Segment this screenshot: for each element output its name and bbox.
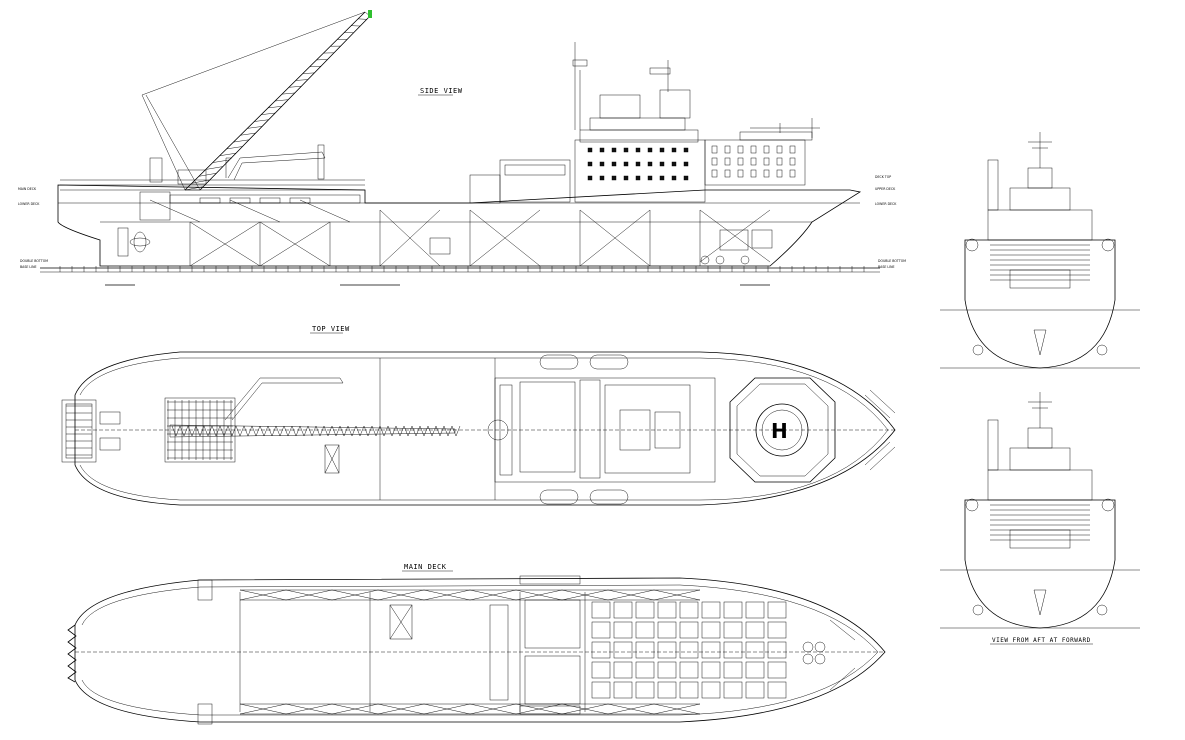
- end-view-aft: [940, 132, 1140, 369]
- svg-text:DOUBLE BOTTOM: DOUBLE BOTTOM: [20, 259, 48, 263]
- side-hull: [57, 184, 862, 267]
- lifeboats: [539, 354, 629, 505]
- top-crane-boom: [169, 377, 461, 474]
- superstructure: [469, 42, 820, 204]
- svg-text:DOUBLE BOTTOM: DOUBLE BOTTOM: [878, 259, 906, 263]
- top-view: TOP VIEW: [61, 325, 896, 506]
- svg-text:LOWER DECK: LOWER DECK: [18, 202, 40, 206]
- end-view-title: VIEW FROM AFT AT FORWARD: [992, 637, 1091, 644]
- svg-text:LOWER DECK: LOWER DECK: [875, 202, 897, 206]
- side-view-title: SIDE VIEW: [420, 87, 463, 95]
- aux-crane: [225, 144, 326, 181]
- svg-text:BASE LINE: BASE LINE: [20, 265, 37, 269]
- propeller-icon: [117, 227, 151, 257]
- helipad-h-icon: H: [729, 377, 836, 483]
- main-deck-title: MAIN DECK: [404, 563, 447, 571]
- side-internal-structure: [139, 191, 773, 267]
- side-view: SIDE VIEW: [18, 10, 906, 286]
- main-deck-hull: [74, 577, 886, 723]
- svg-text:UPPER DECK: UPPER DECK: [875, 187, 896, 191]
- svg-text:H: H: [771, 419, 788, 443]
- crane-hook: [368, 10, 372, 18]
- svg-text:MAIN DECK: MAIN DECK: [18, 187, 37, 191]
- svg-text:DECK TOP: DECK TOP: [875, 175, 891, 179]
- crane-icon: [141, 10, 372, 191]
- end-view-forward: [940, 392, 1140, 629]
- top-view-title: TOP VIEW: [312, 325, 350, 333]
- main-deck-view: MAIN DECK: [67, 563, 886, 725]
- svg-text:BASE LINE: BASE LINE: [878, 265, 895, 269]
